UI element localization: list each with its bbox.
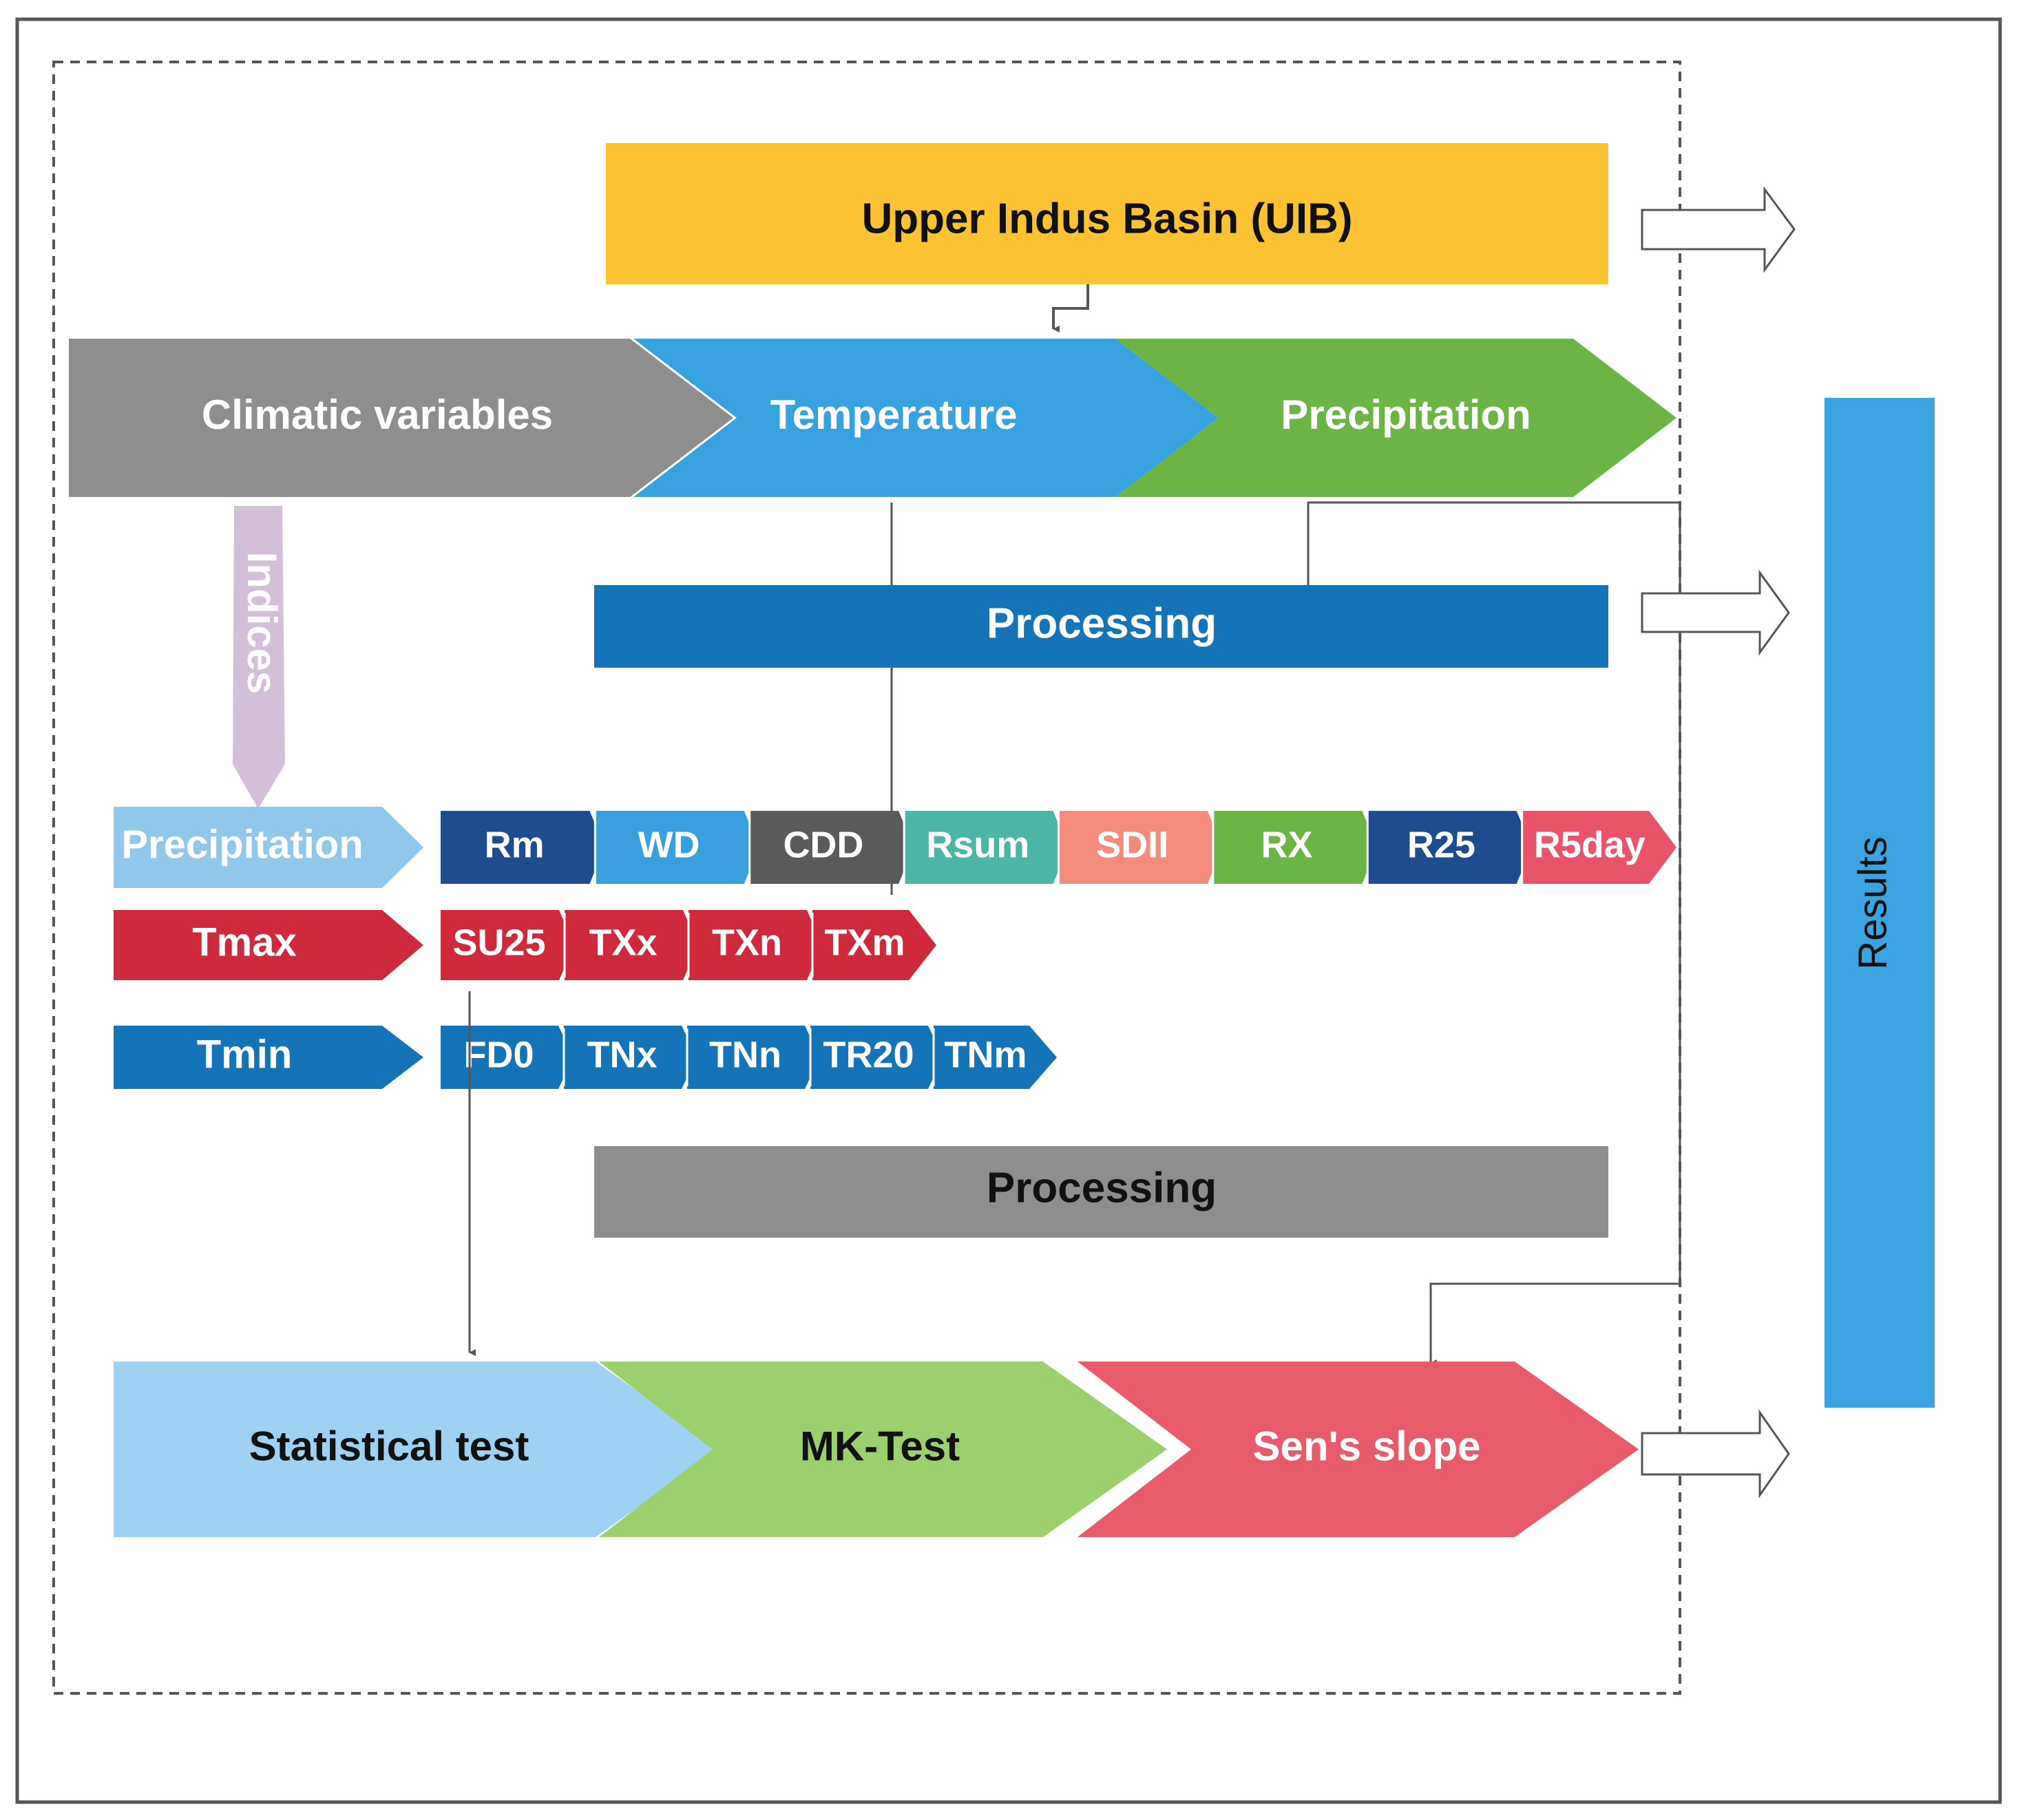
index-rm-shape [441,811,605,884]
index-rsum-label: Rsum [926,824,1029,865]
row-tmin-shape [114,1026,423,1089]
index-sdii-label: SDII [1096,824,1168,865]
index-tnm-shape [934,1026,1057,1089]
index-rx-shape [1212,811,1378,884]
index-su25-shape [441,910,574,980]
index-txn-label: TXn [712,922,782,963]
index-cdd-shape [749,811,914,884]
index-r5day-label: R5day [1534,824,1646,865]
dashed-frame [52,61,1681,1695]
row-precipitation-shape [114,807,423,888]
uib-box [606,143,1608,284]
index-tnn-label: TNn [709,1034,781,1075]
index-r5day-shape [1522,811,1677,884]
main-flow-temperature-label: Temperature [770,392,1017,438]
uib-label: Upper Indus Basin (UIB) [861,195,1352,242]
main-flow-precipitation-label: Precipitation [1281,392,1531,438]
index-wd-shape [595,811,759,884]
uib-connector [1052,284,1089,332]
index-tnn-shape [687,1026,820,1089]
outer-frame [15,17,2002,1804]
index-su25-label: SU25 [452,922,545,963]
index-fd0-shape [441,1026,574,1089]
indices-label: Indices [239,552,285,695]
processing-top-label: Processing [987,600,1217,647]
right-side-connector [1429,502,1681,1366]
main-flow: Climatic variables Temperature Precipitati… [69,339,1677,497]
processing-bottom-label: Processing [987,1164,1217,1211]
hollow-arrow-middle [1641,569,1790,656]
index-tr20-label: TR20 [823,1034,914,1075]
index-rsum-shape [904,811,1069,884]
main-flow-climatic-variables-label: Climatic variables [202,392,553,438]
indices-arrow [233,506,285,809]
index-rx-label: RX [1261,824,1313,865]
index-sdii-shape [1058,811,1223,884]
index-tnm-label: TNm [945,1034,1027,1075]
index-txx-shape [565,910,698,980]
index-tnx-label: TNx [587,1034,657,1075]
index-r25-label: R25 [1407,824,1475,865]
index-tnx-shape [564,1026,697,1089]
index-txx-label: TXx [589,922,657,963]
stat-mk-test-label: MK-Test [800,1423,960,1469]
main-flow-temperature-shape [633,339,1219,497]
row-tmax-shape [114,910,423,980]
stat-sen-s-slope-label: Sen's slope [1252,1423,1480,1469]
processing-top-bar [594,585,1608,668]
index-rm-label: Rm [485,824,545,865]
main-flow-precipitation-shape [1115,339,1677,497]
row-tmin-label: Tmin [197,1032,293,1077]
hollow-arrow-top [1641,186,1796,273]
index-rows: Precipitation Rm WD CDD Rsum SDII RX R25 R5dayTm… [114,807,1677,1089]
index-fd0-label: FD0 [463,1034,534,1075]
stat-flow: Statistical test MK-Test Sen's slope [114,1362,1639,1537]
processing-bottom-bar [594,1146,1608,1238]
index-cdd-label: CDD [783,824,863,865]
index-tr20-shape [810,1026,943,1089]
stat-sen-s-slope-shape [1078,1362,1639,1537]
row-tmax-label: Tmax [192,920,297,964]
stat-mk-test-shape [599,1362,1167,1537]
index-txm-label: TXm [824,922,905,963]
index-r25-shape [1367,811,1532,884]
main-flow-climatic-variables-shape [69,339,733,497]
row-precipitation-label: Precipitation [121,822,363,867]
results-bar [1825,398,1935,1408]
index-txm-shape [812,910,936,980]
index-wd-label: WD [638,824,700,865]
results-label: Results [1850,836,1895,969]
stat-statistical-test-shape [114,1362,719,1537]
stat-statistical-test-label: Statistical test [249,1423,529,1469]
hollow-arrow-bottom [1641,1409,1790,1499]
index-txn-shape [689,910,822,980]
precip-connector [1307,501,1680,585]
